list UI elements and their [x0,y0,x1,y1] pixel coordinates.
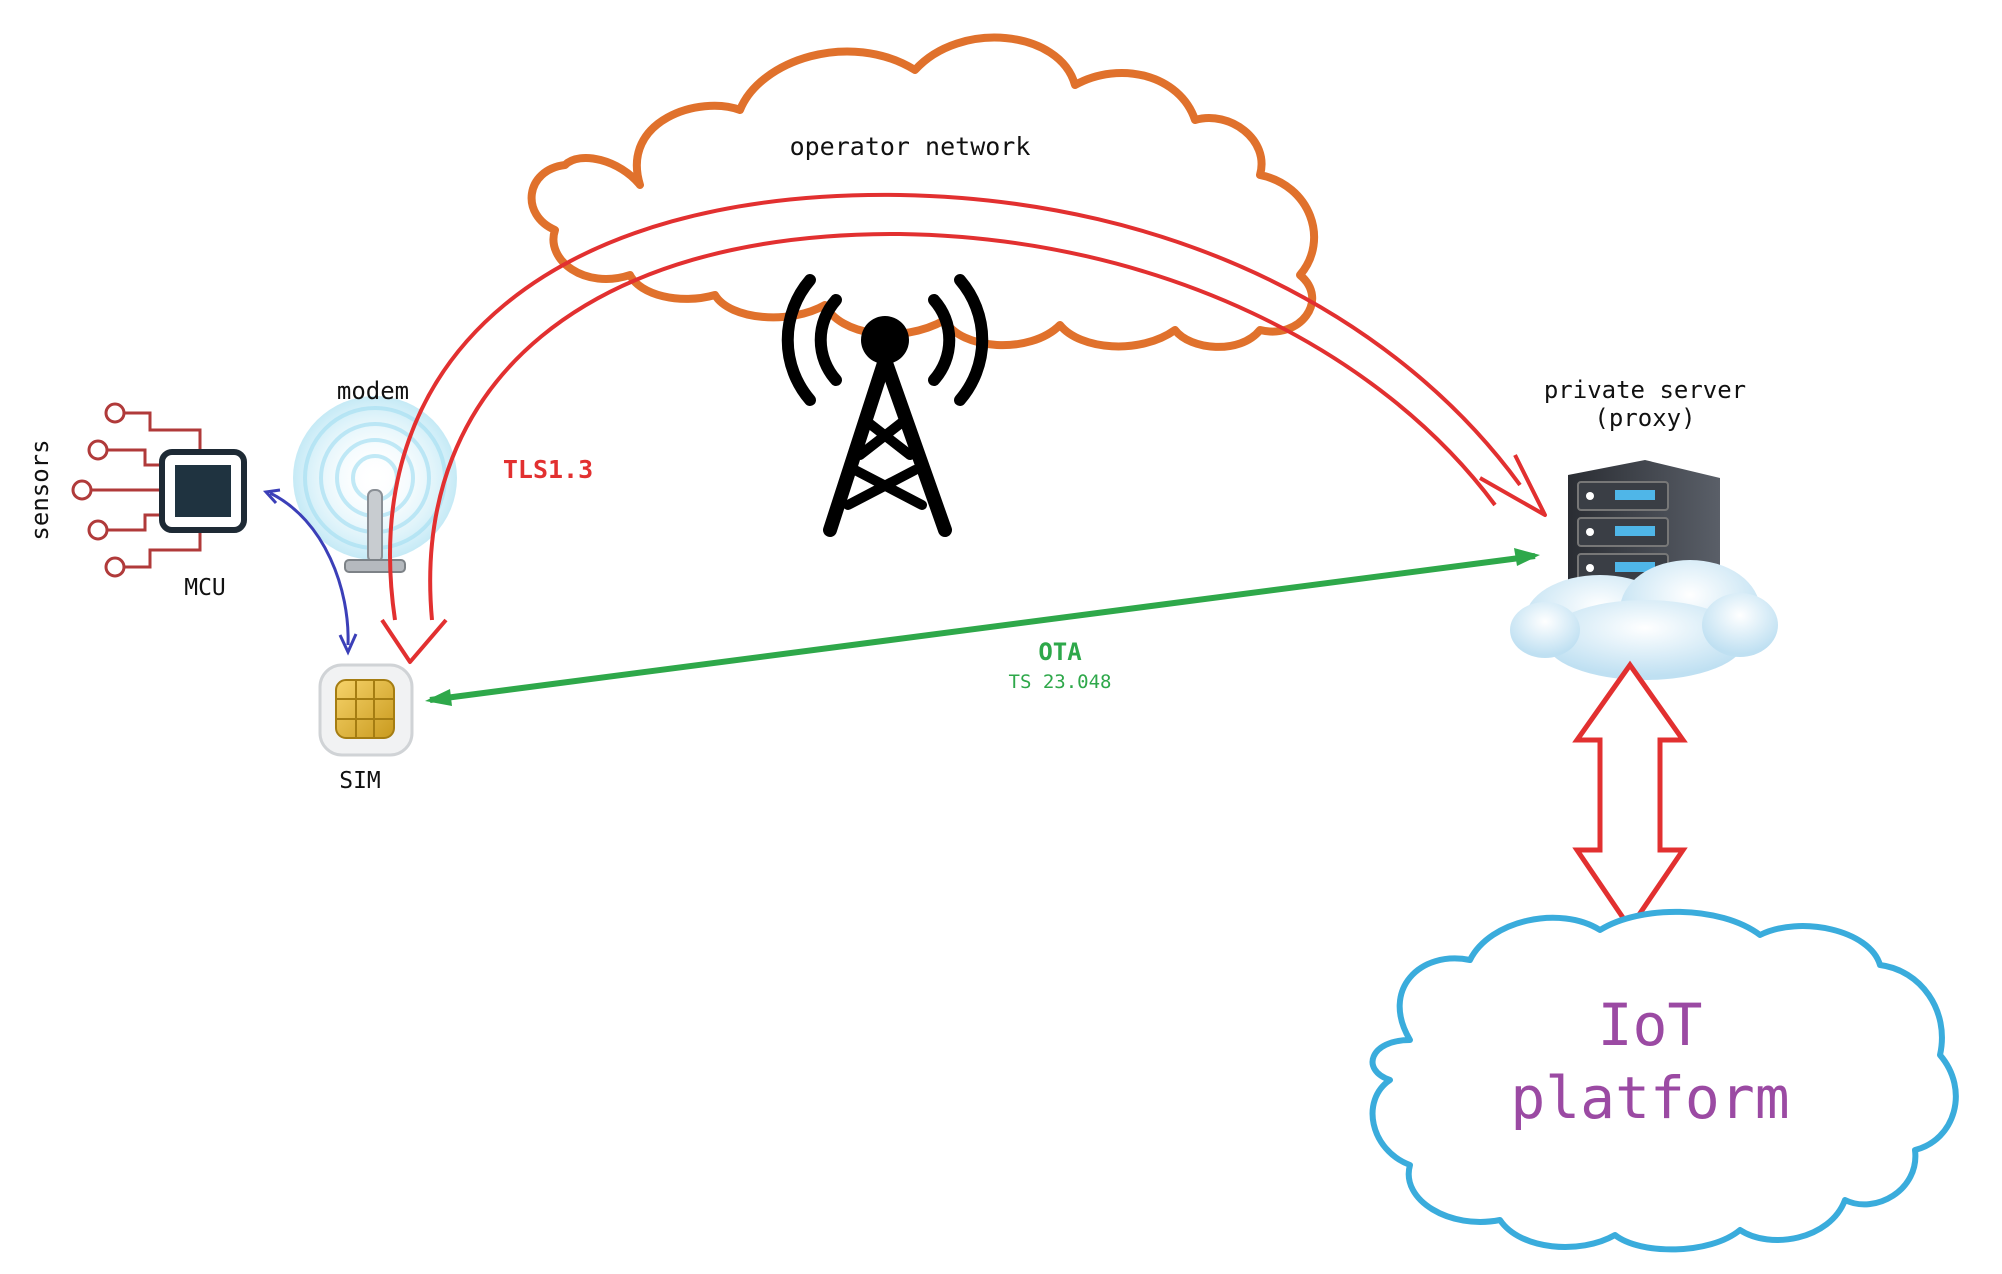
private-server-label: private server [1544,376,1746,404]
iot-cloud-outline [1369,908,1959,1253]
tls-arrow: TLS1.3 [380,192,1547,664]
ota-arrow: OTA TS 23.048 [425,548,1540,706]
sensor-lines [71,402,202,578]
tls-label: TLS1.3 [503,455,593,484]
ota-spec-label: TS 23.048 [1009,671,1112,693]
ota-label: OTA [1038,638,1082,666]
iot-label: IoT [1598,991,1703,1059]
chip-icon [159,449,247,533]
sim: SIM [318,663,414,794]
cell-tower-icon [781,274,989,537]
private-server: private server (proxy) [1510,376,1778,680]
platform-label: platform [1510,1064,1789,1132]
operator-network-cloud: operator network [527,33,1319,351]
server-iot-arrow [1572,660,1688,933]
sensors-label: sensors [26,439,54,540]
modem: modem [293,377,457,573]
iot-platform-cloud: IoT platform [1369,908,1959,1253]
sim-label: SIM [339,768,381,794]
server-cloud [1510,560,1778,680]
modem-label: modem [337,377,409,405]
operator-cloud-outline [527,33,1319,351]
sim-card-icon [318,663,414,757]
proxy-label: (proxy) [1594,404,1695,432]
mcu-label: MCU [184,575,226,601]
mcu-sim-link [262,488,358,656]
operator-network-label: operator network [790,132,1031,161]
mcu-chip: sensors MCU [26,402,247,601]
